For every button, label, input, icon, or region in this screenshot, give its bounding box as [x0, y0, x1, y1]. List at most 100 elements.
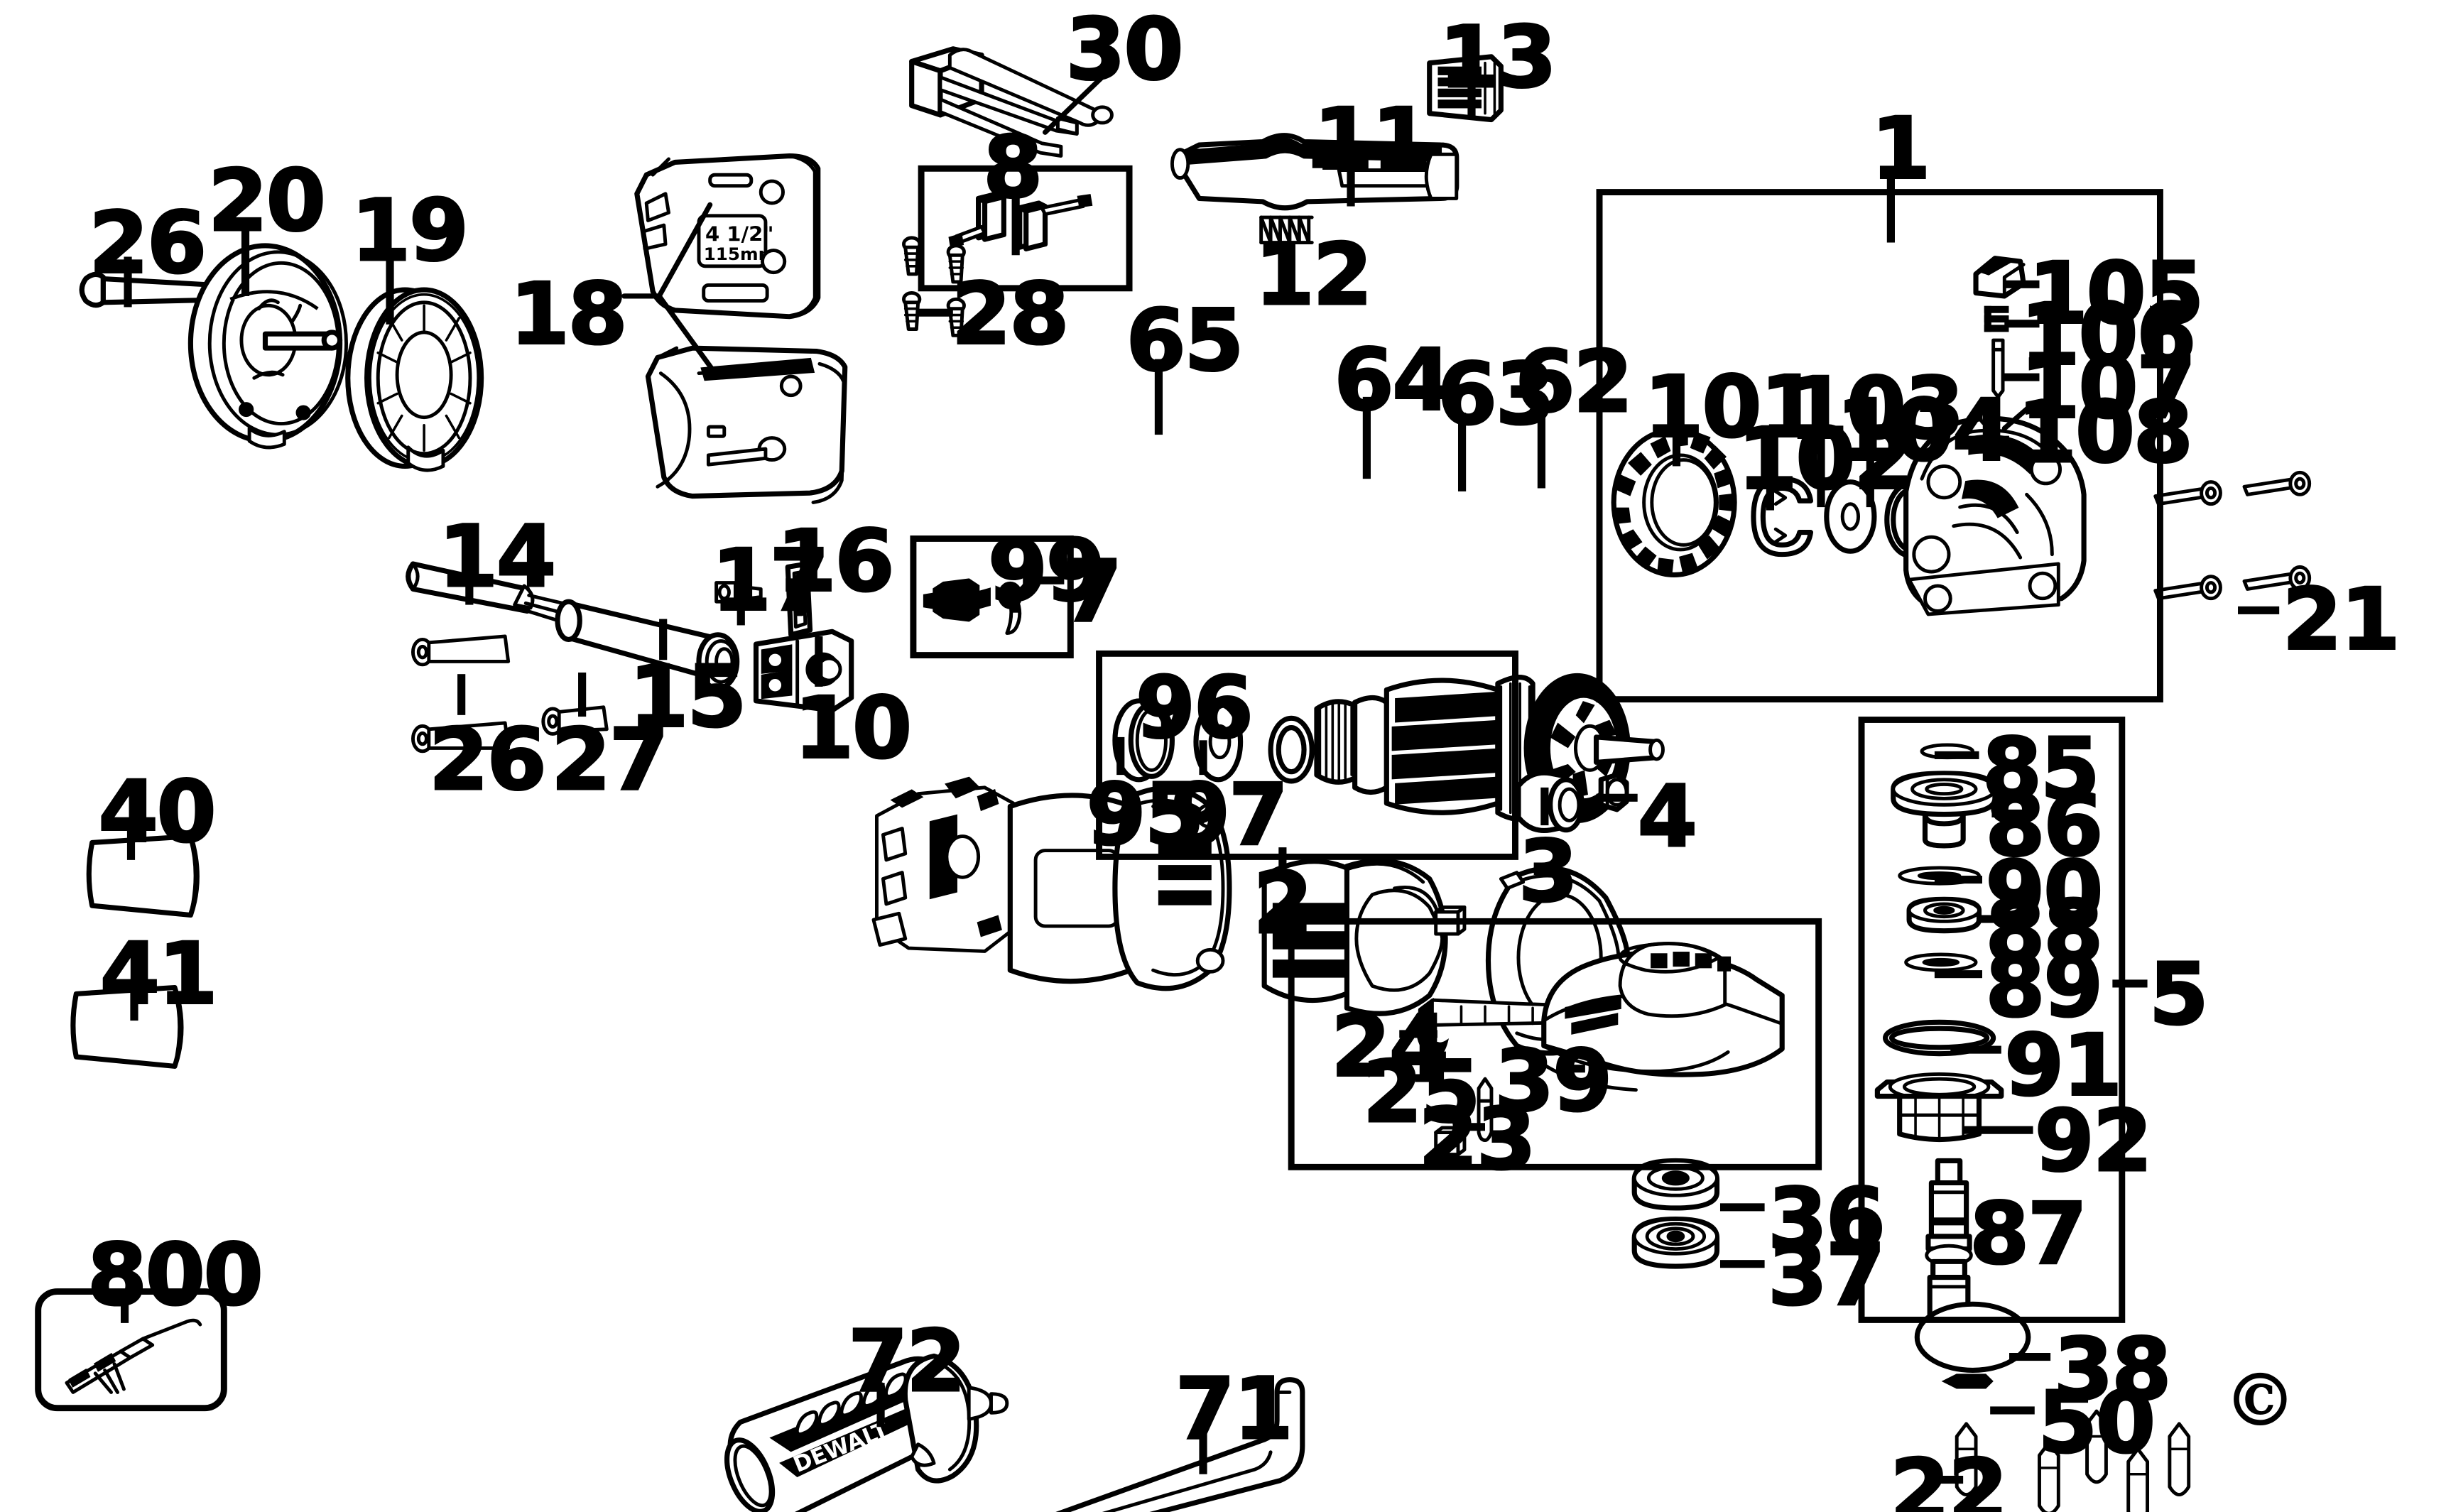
switch-block-drawing: [1427, 54, 1504, 123]
brush-terminal-drawing-2: [1434, 1126, 1467, 1157]
baffle-ring-drawing: [345, 287, 484, 472]
leader-39: [1560, 1065, 1585, 1073]
leader-1: [1886, 170, 1895, 243]
leader-102: [1766, 475, 1775, 511]
spring-clip-drawing: [1984, 305, 2009, 332]
screw-long-mid-drawing: [411, 634, 511, 667]
leader-21: [2238, 606, 2280, 614]
callout-7: 7: [1062, 541, 1124, 641]
callout-90: 90: [1984, 842, 2104, 942]
lock-pin-drawing: [1991, 338, 2005, 399]
leader-3: [1540, 787, 1549, 826]
callout-21: 21: [2281, 570, 2401, 670]
leader-7: [1023, 576, 1065, 584]
leader-105: [2004, 280, 2040, 288]
leader-19: [386, 249, 394, 325]
leader-26b: [457, 674, 466, 715]
callout-25: 25: [1361, 1043, 1482, 1142]
leader-2: [1278, 847, 1287, 879]
leader-92: [1963, 1126, 2033, 1134]
leader-5: [2112, 979, 2148, 988]
leader-41: [130, 989, 138, 1021]
gearcase-body-drawing: [1903, 415, 2087, 616]
callout-22: 22: [1889, 1441, 2009, 1512]
group-box-brush-set: [918, 165, 1133, 292]
leader-87: [1931, 1217, 1967, 1226]
bevel-pinion-gear-drawing: [1611, 427, 1737, 578]
callout-19: 19: [350, 181, 470, 281]
callout-3: 3: [1517, 822, 1579, 922]
callout-50: 50: [2037, 1373, 2157, 1473]
leader-50: [1990, 1406, 2035, 1415]
leader-106: [2004, 320, 2040, 328]
thrust-washer-drawing: [1904, 952, 1978, 972]
callout-88: 88: [1984, 881, 2104, 981]
bearing-housing-drawing: [1874, 1072, 2004, 1142]
callout-105: 105: [2027, 244, 2205, 344]
callout-97: 97: [1170, 765, 1290, 865]
washer-armature-drawing: [1193, 701, 1244, 783]
bevel-gear-drawing: [1891, 771, 1998, 849]
leader-38: [2009, 1353, 2051, 1361]
callout-37: 37: [1767, 1225, 1887, 1325]
leader-62: [1537, 400, 1545, 489]
leader-86: [1991, 809, 2033, 817]
housing-size-label: 4 1/2": [705, 222, 774, 246]
leader-28: [918, 308, 953, 317]
callout-39: 39: [1494, 1031, 1614, 1131]
leader-12: [1283, 245, 1292, 293]
leader-104: [1866, 447, 1874, 508]
switch-slider-drawing: [1170, 133, 1460, 211]
callout-106: 106: [2019, 285, 2197, 385]
retaining-clip-drawing: [1751, 476, 1814, 558]
screws-gearcase-drawing: [2153, 470, 2312, 601]
callout-26a: 26: [88, 193, 208, 293]
callout-96: 96: [1134, 658, 1254, 758]
callout-11: 11: [1312, 89, 1433, 190]
callout-14: 14: [437, 507, 558, 607]
callout-108: 108: [2016, 382, 2195, 482]
callout-62: 62: [1514, 332, 1634, 432]
callout-8: 8: [982, 118, 1044, 218]
callout-99: 99: [986, 521, 1107, 621]
leader-16: [798, 577, 808, 613]
felt-washer-drawing: [1268, 715, 1315, 784]
screw-short-drawing: [541, 705, 609, 736]
motor-housing-drawing: [871, 776, 1232, 991]
switch-assembly-drawing: [923, 578, 1023, 635]
callout-103: 103: [1788, 359, 1966, 459]
callout-91: 91: [2004, 1016, 2124, 1116]
leader-36: [1719, 1203, 1765, 1212]
callout-10: 10: [793, 678, 913, 778]
leader-4: [1596, 793, 1638, 802]
key-washer-drawing: [1941, 1374, 1994, 1389]
callout-24: 24: [1330, 996, 1450, 1097]
callout-16: 16: [776, 511, 896, 611]
leader-10: [815, 636, 823, 687]
callout-102: 102: [1736, 409, 1915, 509]
callout-107: 107: [2019, 338, 2197, 438]
leader-63: [1457, 413, 1467, 491]
screw-long-mid-drawing-2: [411, 721, 511, 754]
callout-18: 18: [509, 264, 629, 364]
screws-small-drawing: [902, 236, 966, 337]
callout-72: 72: [847, 1312, 967, 1412]
leader-13: [1467, 72, 1476, 117]
callout-26b: 26: [428, 710, 548, 810]
callout-13: 13: [1438, 8, 1558, 107]
wheel-guard-drawing: [1541, 941, 1785, 1092]
callout-71: 71: [1174, 1359, 1294, 1459]
leader-14: [465, 570, 474, 605]
leader-30: [1042, 68, 1111, 135]
leader-26a: [124, 256, 132, 308]
callout-5: 5: [2148, 945, 2209, 1045]
terminal-block-drawing: [753, 629, 854, 713]
leader-40: [126, 828, 136, 860]
leader-95: [1116, 736, 1125, 776]
leader-17: [736, 594, 745, 626]
field-stator-drawing: [1261, 858, 1448, 1016]
leader-37: [1719, 1260, 1765, 1268]
callout-41: 41: [99, 924, 219, 1024]
slide-block-drawing: [1973, 256, 2026, 299]
leader-88: [1979, 915, 2021, 923]
